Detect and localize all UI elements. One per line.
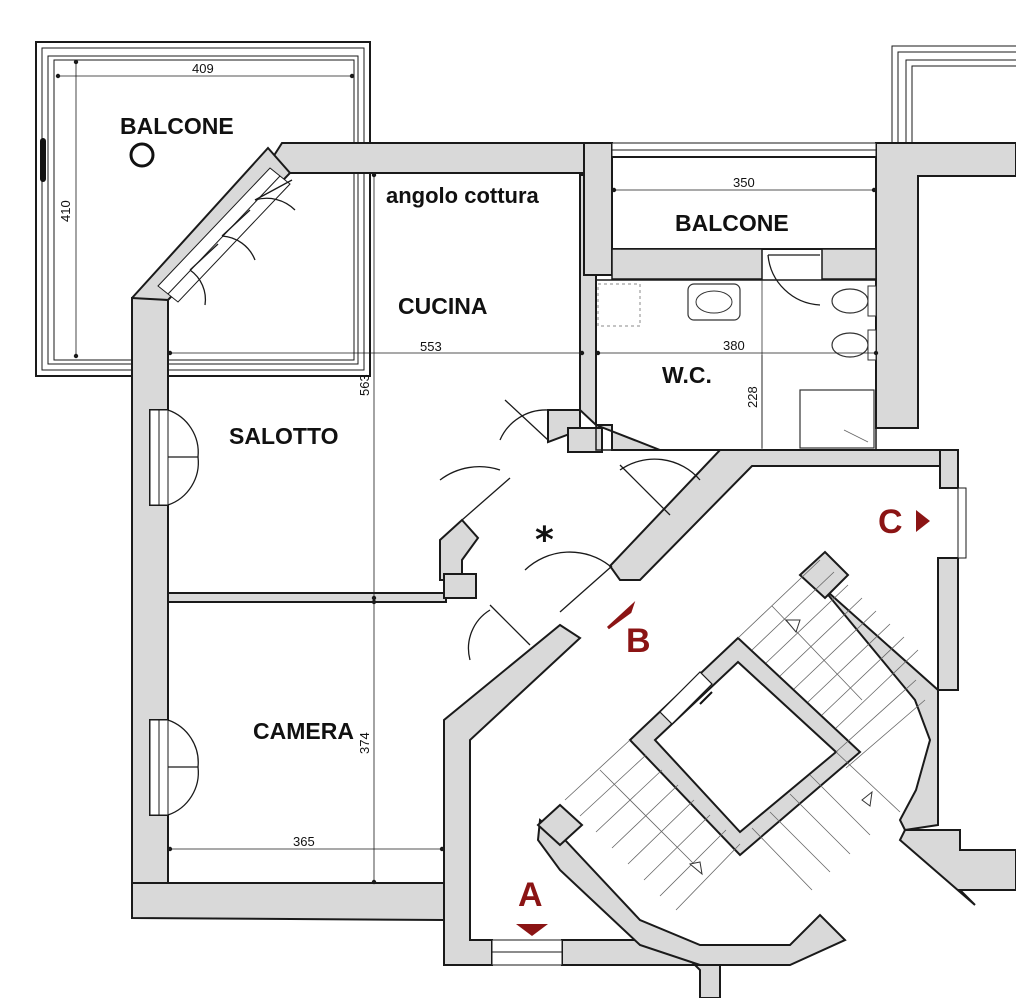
rail-handle-icon [40,138,46,182]
stair-arrows [688,619,873,876]
wc-label: W.C. [662,362,712,388]
balcone-corner-right [891,45,1016,145]
dim-wc-depth: 228 [745,386,760,408]
dim-living-depth: 563 [357,374,372,396]
dim-camera-width: 365 [293,834,315,849]
marker-c-arrow-icon [916,510,930,532]
elevator-core [628,636,862,857]
marker-c-label: C [878,503,903,541]
entrance-asterisk: * [535,520,554,561]
shower-icon [799,389,875,449]
marker-a-label: A [518,876,543,914]
marker-a-arrow-icon [516,924,548,936]
salotto-label: SALOTTO [229,423,338,449]
drain-icon [129,142,155,168]
marker-c: C [878,503,930,541]
dim-living-width: 553 [420,339,442,354]
balcone-left-label: BALCONE [120,113,234,139]
dimension-lines [55,59,879,885]
marker-b-label: B [626,622,651,660]
balcone-left [35,41,371,377]
dim-camera-depth: 374 [357,732,372,754]
stair-arrow-icon [861,790,873,807]
marker-b: B [606,600,651,660]
balcone-right-room [611,156,877,250]
cucina-label: CUCINA [398,293,487,319]
balcone-right-label: BALCONE [675,210,789,236]
sink-icon [687,283,741,321]
wc-fixtures [595,279,877,451]
stair-arrow-icon [784,619,801,634]
dim-wc-width: 380 [723,338,745,353]
washing-machine-icon [597,283,641,327]
dim-balcone-left-depth: 410 [58,200,73,222]
walls [131,142,1016,998]
bidet-icon [831,329,877,361]
camera-label: CAMERA [253,718,354,744]
dim-balcone-left-width: 409 [192,61,214,76]
marker-b-arrow-icon [606,600,636,630]
dim-balcone-right-width: 350 [733,175,755,190]
doors [167,179,821,816]
angolo-cottura-label: angolo cottura [386,183,540,208]
toilet-icon [831,285,877,317]
stair-arrow-icon [688,861,703,876]
marker-a: A [516,876,548,936]
